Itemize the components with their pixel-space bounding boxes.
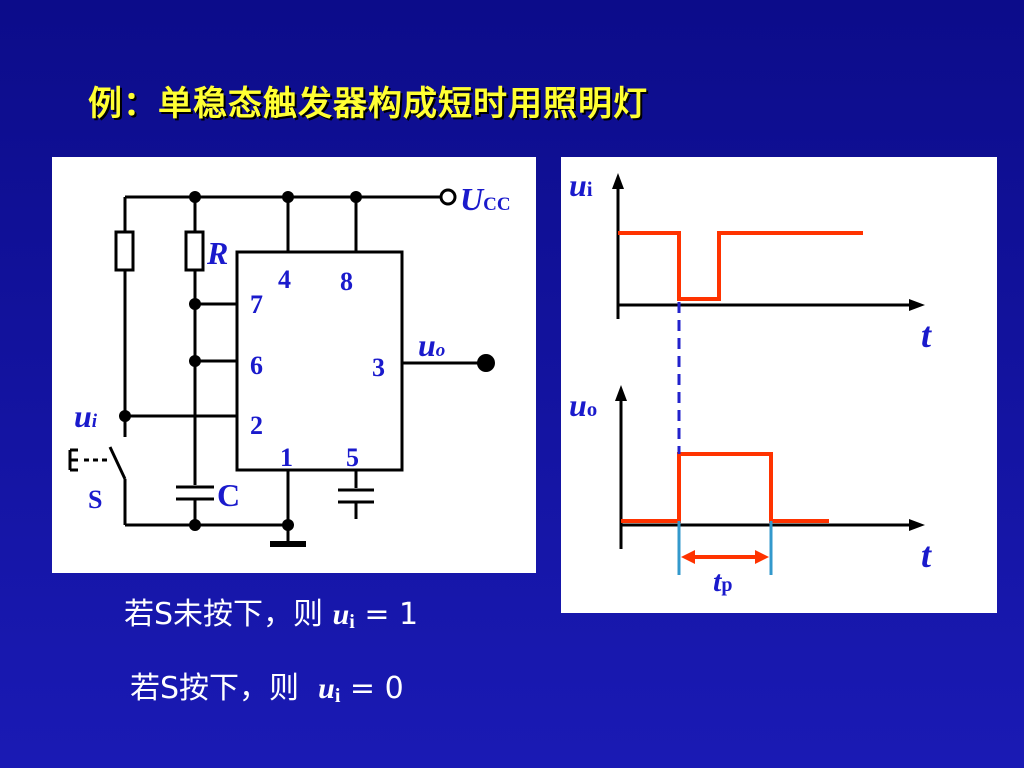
output-subscript: o [435,340,446,361]
uo-axis-subscript: o [586,397,598,421]
caption-2-text: 若S按下，则 [130,671,309,706]
pin-7-label: 7 [250,290,263,319]
caption-2-sub: i [334,685,341,707]
capacitor-label: C [217,477,241,513]
caption-line-2: 若S按下，则 ui = 0 [130,671,404,707]
pin-8-label: 8 [340,267,353,296]
ui-axis-subscript: i [586,177,593,201]
uo-waveform [621,452,829,523]
waveform-diagram: ui t uo t tp [561,157,997,613]
caption-1-eq: = 1 [354,597,419,632]
caption-1-var: u [332,598,350,631]
pin-5-label: 5 [346,443,359,472]
pin-3-label: 3 [372,353,385,382]
pin-6-label: 6 [250,351,263,380]
caption-1-sub: i [349,611,355,633]
pin-2-label: 2 [250,411,263,440]
supply-label: UCC [460,181,511,217]
pin-4-label: 4 [278,265,291,294]
caption-1-text: 若S未按下，则 [124,597,324,632]
resistor-label: R [207,235,229,271]
caption-2-var: u [318,672,335,705]
uo-axis-label: uo [569,387,598,423]
circuit-diagram: UCC R C S ui uo 4 8 7 6 3 2 1 5 [52,157,536,573]
t-axis-label-bottom: t [921,535,932,575]
ui-axis-label: ui [569,167,593,203]
tp-subscript: p [721,574,733,596]
pin-1-label: 1 [280,443,293,472]
supply-subscript: CC [483,194,511,215]
caption-2-eq: = 0 [340,671,404,706]
output-label: uo [418,327,446,363]
waveform-plot [612,173,925,575]
ui-waveform [618,231,863,301]
tp-label: tp [713,565,733,598]
circuit-schematic [68,188,495,547]
caption-line-1: 若S未按下，则 ui = 1 [124,597,419,633]
input-subscript: i [91,411,98,432]
switch-label: S [88,485,103,514]
input-label: ui [74,398,98,434]
slide-title: 例：单稳态触发器构成短时用照明灯 [88,84,648,124]
t-axis-label-top: t [921,315,932,355]
